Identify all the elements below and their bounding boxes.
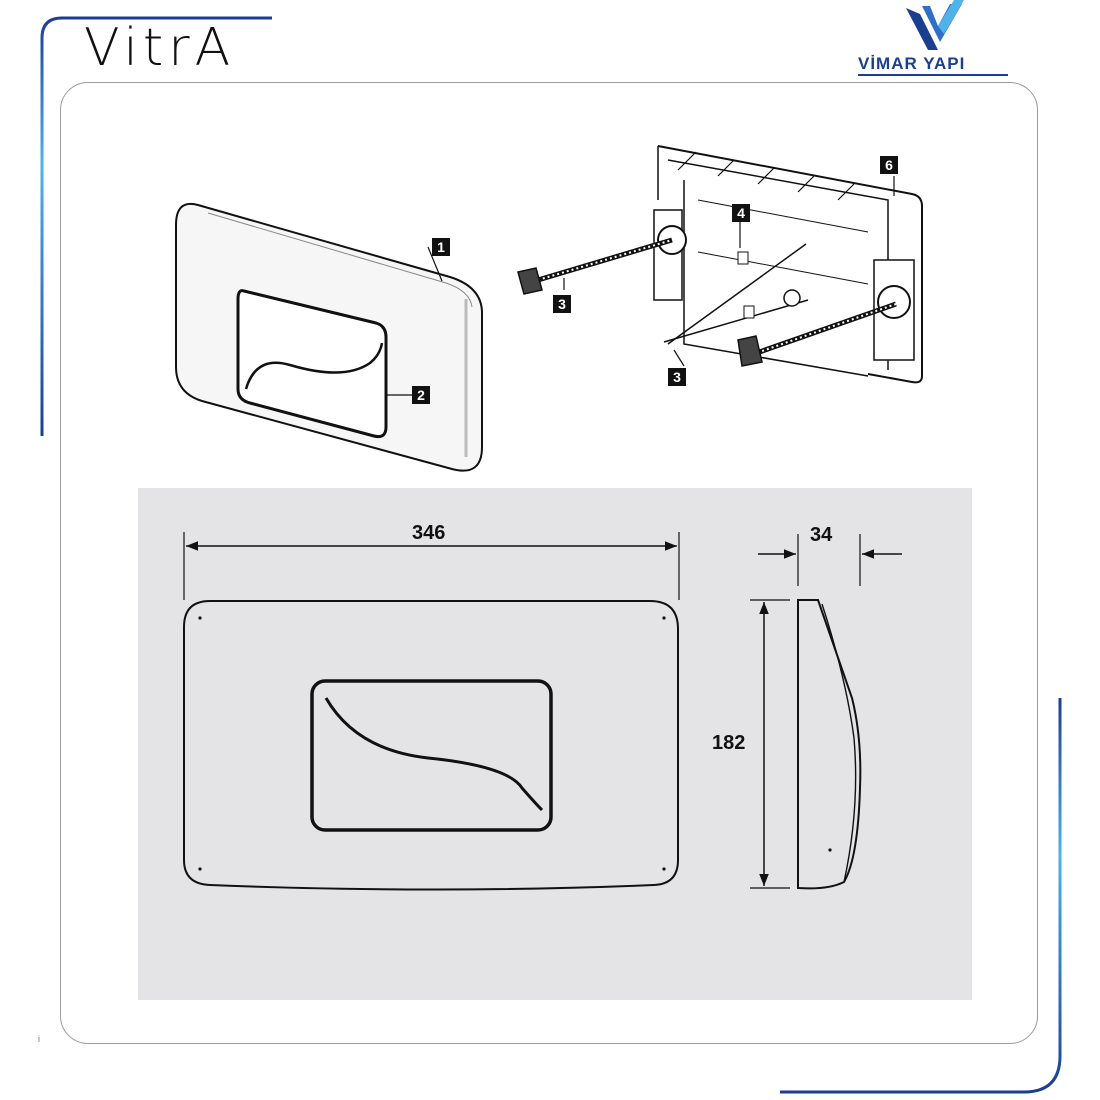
mounting-frame-illustration: [517, 145, 923, 384]
part-badge-3b: 3: [668, 368, 686, 386]
vimar-logo-underline: [858, 74, 1008, 76]
part-badge-2: 2: [412, 386, 430, 404]
dimension-drawings: [183, 532, 902, 891]
part-badge-6: 6: [880, 156, 898, 174]
dimension-drawing-panel: [138, 488, 972, 1000]
vimar-logo-text: VİMAR YAPI: [858, 54, 966, 73]
part-badge-1: 1: [432, 238, 450, 256]
depth-dimension-label: 34: [810, 524, 833, 546]
left-frame-line: [40, 16, 272, 436]
right-frame-line: [780, 698, 1062, 1094]
footer-mark: i: [38, 1034, 40, 1044]
flush-plate-illustration: [175, 203, 483, 472]
height-dimension-label: 182: [712, 732, 746, 754]
part-badge-4: 4: [732, 204, 750, 222]
vimar-v-icon: [906, 0, 964, 50]
width-dimension-label: 346: [412, 522, 446, 544]
part-badge-3a: 3: [553, 295, 571, 313]
vitra-logo: VitrA: [84, 18, 236, 78]
